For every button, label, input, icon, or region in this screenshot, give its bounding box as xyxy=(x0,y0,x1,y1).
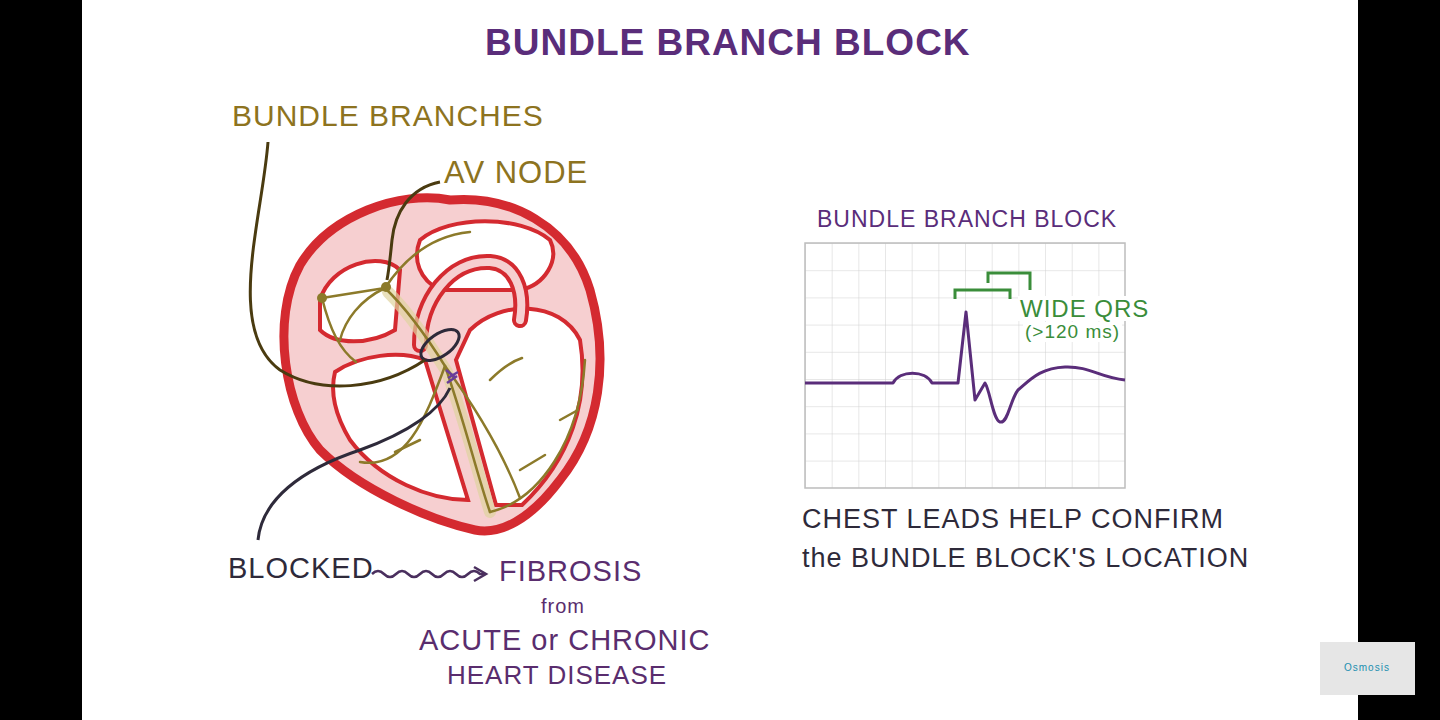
measure-label: (>120 ms) xyxy=(1023,322,1122,342)
measure-label: WIDE QRS xyxy=(1018,296,1151,321)
part-label: AV NODE xyxy=(444,157,588,190)
note-label: ACUTE or CHRONIC xyxy=(419,625,711,655)
note-label: BLOCKED xyxy=(228,553,374,583)
caption-note: CHEST LEADS HELP CONFIRM the BUNDLE BLOC… xyxy=(802,500,1272,578)
note-label: FIBROSIS xyxy=(499,556,642,586)
note-label: from xyxy=(541,596,585,617)
panel-heading: BUNDLE BRANCH BLOCK xyxy=(817,207,1117,231)
diagram-title: BUNDLE BRANCH BLOCK xyxy=(485,24,971,63)
note-label: HEART DISEASE xyxy=(447,662,667,689)
part-label: BUNDLE BRANCHES xyxy=(232,100,544,132)
watermark: Osmosis xyxy=(1344,663,1390,674)
ecg-panel: BUNDLE BRANCH BLOCK xyxy=(805,243,1125,488)
